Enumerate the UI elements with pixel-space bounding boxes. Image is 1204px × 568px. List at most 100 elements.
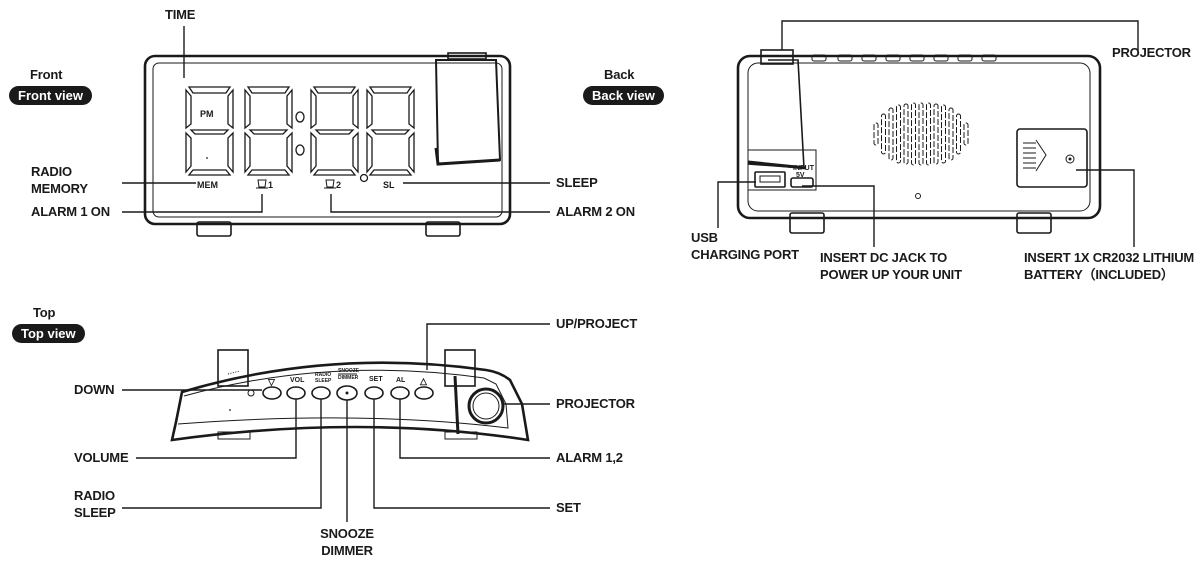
dc-input-port — [790, 177, 814, 188]
voltage-mark: 5V — [796, 172, 805, 179]
leader-alarm1 — [122, 194, 263, 213]
label-alarm1-on: ALARM 1 ON — [31, 204, 110, 219]
set-button[interactable] — [364, 386, 384, 400]
speaker-grille — [873, 102, 969, 166]
battery-door — [1016, 128, 1088, 188]
back-inner-outline — [747, 62, 1091, 212]
label-time: TIME — [165, 7, 196, 22]
down-button[interactable] — [262, 386, 282, 400]
label-battery-included: BATTERY（INCLUDED） — [1024, 267, 1174, 282]
alarm2-bell-icon — [324, 179, 336, 189]
top-body — [170, 361, 530, 442]
label-dimmer: DIMMER — [321, 543, 373, 558]
leader-projector-back — [781, 20, 1139, 50]
snooze-mark: SNOOZE — [338, 368, 360, 374]
front-view-drawing: PM MEM 1 2 SL — [122, 26, 550, 237]
label-sleep: SLEEP — [556, 175, 598, 190]
grille-slot — [956, 113, 961, 155]
leader-radio-sleep — [122, 399, 322, 509]
alarm2-indicator: 2 — [336, 180, 341, 190]
grille-slot — [948, 107, 954, 161]
vol-mark: VOL — [290, 377, 305, 384]
digit-4 — [366, 86, 415, 176]
leader-set — [373, 399, 550, 509]
radio-sleep-button[interactable] — [311, 386, 331, 400]
front-projector-base — [434, 147, 501, 166]
label-usb: USB — [691, 230, 718, 245]
digit-3 — [310, 86, 359, 176]
back-right-foot — [1016, 212, 1052, 234]
back-view-badge: Back view — [583, 86, 664, 105]
top-view-drawing: ▽ VOL RADIO SLEEP SNOOZE DIMMER SET AL △ — [122, 323, 550, 522]
front-heading: Front — [30, 67, 63, 82]
back-view-drawing: INPUT 5V — [717, 20, 1139, 247]
grille-slot — [881, 113, 886, 155]
front-right-foot — [425, 221, 461, 237]
label-volume: VOLUME — [74, 450, 129, 465]
grille-slot — [873, 122, 879, 146]
label-sleep-top: SLEEP — [74, 505, 116, 520]
pm-indicator: PM — [200, 109, 214, 119]
set-mark: SET — [369, 376, 383, 383]
front-projector-housing — [434, 59, 502, 166]
reset-hole — [915, 193, 921, 199]
back-left-foot — [789, 212, 825, 234]
top-heading: Top — [33, 305, 56, 320]
top-speaker-dots — [227, 370, 241, 375]
top-projector-divider — [453, 375, 460, 435]
usb-port — [754, 171, 786, 188]
digit-2 — [244, 86, 293, 176]
grille-slot — [941, 104, 946, 164]
label-snooze: SNOOZE — [320, 526, 374, 541]
radio-mark: RADIO — [315, 372, 331, 378]
grille-slot — [911, 102, 916, 166]
grille-slot — [918, 102, 924, 166]
top-light-sensor — [247, 389, 255, 397]
colon-dot-upper — [295, 111, 305, 123]
grille-slot — [888, 107, 894, 161]
label-insert-battery: INSERT 1X CR2032 LITHIUM — [1024, 250, 1195, 265]
grille-slot — [933, 103, 939, 165]
grille-slot — [903, 103, 909, 165]
top-projector-lens — [467, 387, 505, 425]
leader-volume — [136, 399, 297, 459]
label-down: DOWN — [74, 382, 115, 397]
leader-battery — [1076, 169, 1135, 247]
label-memory: MEMORY — [31, 181, 88, 196]
leader-usb — [717, 181, 756, 228]
up-project-button[interactable] — [414, 386, 434, 400]
battery-door-grip — [1023, 139, 1047, 172]
volume-button[interactable] — [286, 386, 306, 400]
label-up-project: UP/PROJECT — [556, 316, 638, 331]
front-display-window — [152, 62, 503, 218]
al-mark: AL — [396, 377, 406, 384]
port-recess — [747, 149, 817, 191]
colon-dot-lower — [295, 144, 305, 156]
back-projector-block — [760, 49, 794, 65]
back-projector-arm — [747, 59, 805, 169]
input-mark: INPUT — [793, 165, 815, 172]
front-left-foot — [196, 221, 232, 237]
label-charging-port: CHARGING PORT — [691, 247, 799, 262]
alarm1-indicator: 1 — [268, 180, 273, 190]
leader-alarm2 — [330, 194, 550, 213]
grille-slot — [896, 104, 901, 164]
back-body — [736, 54, 1102, 220]
sleep-mark: SLEEP — [315, 378, 332, 384]
top-left-foot — [217, 349, 249, 387]
sl-indicator: SL — [383, 180, 395, 190]
label-projector-top: PROJECTOR — [556, 396, 635, 411]
top-view-badge: Top view — [12, 324, 85, 343]
leader-dc — [802, 185, 875, 247]
alarm1-bell-icon — [256, 179, 268, 189]
dimmer-mark: DIMMER — [338, 375, 359, 381]
front-view-badge: Front view — [9, 86, 93, 105]
label-set: SET — [556, 500, 581, 515]
back-heading: Back — [604, 67, 635, 82]
battery-screw — [1065, 154, 1075, 164]
leader-alarm12 — [399, 399, 550, 459]
alarm-button[interactable] — [390, 386, 410, 400]
grille-slot — [963, 122, 969, 146]
label-radio: RADIO — [31, 164, 72, 179]
